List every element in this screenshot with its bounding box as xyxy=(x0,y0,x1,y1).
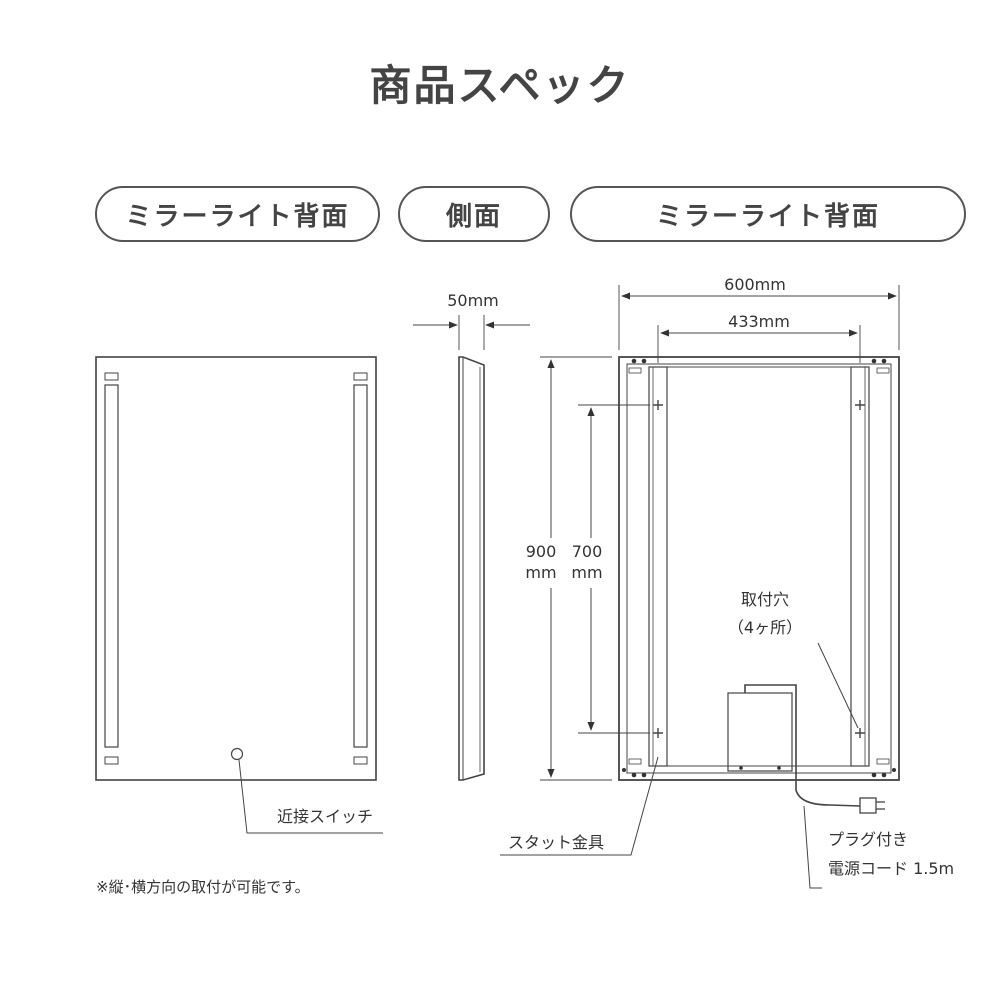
hole-label-line1: 取付穴 xyxy=(741,590,789,609)
plug-icon xyxy=(859,797,885,814)
back-view xyxy=(500,285,900,889)
plug-label-line1: プラグ付き xyxy=(828,830,908,849)
mounting-hole-icon xyxy=(653,400,865,738)
tab-front-back-label: ミラーライト背面 xyxy=(125,201,350,232)
switch-leader-line xyxy=(238,759,383,834)
plug-leader-line xyxy=(803,805,822,889)
switch-label: 近接スイッチ xyxy=(277,807,373,826)
led-cap-top-right xyxy=(353,372,368,381)
stud-bracket-left xyxy=(648,366,668,767)
stud-bracket-right xyxy=(850,366,870,767)
power-box xyxy=(727,692,793,772)
plug-label-line2: 電源コード 1.5m xyxy=(828,859,954,878)
proximity-switch-icon xyxy=(230,747,244,761)
led-strip-right xyxy=(353,384,368,748)
back-outer-frame xyxy=(618,356,900,781)
bracket-label: スタット金具 xyxy=(508,833,604,852)
tab-back-label: ミラーライト背面 xyxy=(655,201,880,232)
mounting-note: ※縦･横方向の取付が可能です。 xyxy=(96,878,310,896)
tab-back: ミラーライト背面 xyxy=(570,186,966,242)
inner-height-unit: mm xyxy=(571,563,602,582)
tab-side: 側面 xyxy=(398,186,550,242)
bracket-leader-line xyxy=(500,756,659,856)
inner-height-value: 700 xyxy=(572,542,603,561)
front-mirror-view xyxy=(95,356,383,834)
led-cap-bottom-left xyxy=(104,756,119,765)
power-cord xyxy=(744,684,861,807)
width-label: 600mm xyxy=(724,275,786,294)
depth-label: 50mm xyxy=(447,291,499,310)
inner-width-label: 433mm xyxy=(728,312,790,331)
corner-screws xyxy=(622,358,896,778)
led-cap-top-left xyxy=(104,372,119,381)
height-unit: mm xyxy=(525,563,556,582)
side-view xyxy=(413,315,530,781)
tab-side-label: 側面 xyxy=(445,201,502,232)
hole-label-line2: （4ヶ所） xyxy=(728,618,802,637)
page-title: 商品スペック xyxy=(369,61,631,110)
back-inner-frame xyxy=(626,363,892,774)
tab-front-back: ミラーライト背面 xyxy=(95,186,380,242)
height-value: 900 xyxy=(526,542,557,561)
led-strip-left xyxy=(104,384,119,748)
led-cap-bottom-right xyxy=(353,756,368,765)
hole-leader-line xyxy=(817,642,859,729)
mirror-frame xyxy=(95,356,377,781)
